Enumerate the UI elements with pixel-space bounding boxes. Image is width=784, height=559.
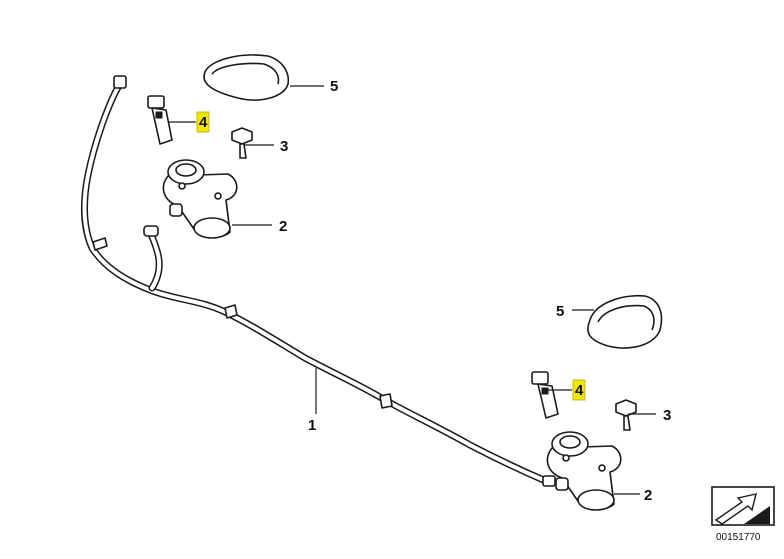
callout-5-right: 5 <box>556 303 564 320</box>
cover-left <box>203 54 290 101</box>
callout-3-left: 3 <box>280 138 288 155</box>
callout-3-right: 3 <box>663 407 671 424</box>
nozzle-right <box>531 371 559 419</box>
nozzle-left <box>147 95 173 145</box>
diagram-number: 00151770 <box>716 532 761 543</box>
callout-2-right: 2 <box>644 487 652 504</box>
callout-4-left-highlight <box>196 111 210 133</box>
callout-1: 1 <box>308 417 316 434</box>
pump-left <box>162 159 238 239</box>
washer-hose <box>81 75 556 487</box>
callout-2-left: 2 <box>279 218 287 235</box>
callout-4-right-highlight <box>572 379 586 401</box>
callout-5-left: 5 <box>330 78 338 95</box>
pump-right <box>546 431 622 511</box>
callout-4-right: 4 <box>575 382 584 399</box>
screw-left <box>231 127 253 159</box>
callout-4-left: 4 <box>199 114 208 131</box>
arrow-corner-icon <box>711 486 775 526</box>
screw-right <box>615 399 637 431</box>
cover-right <box>587 294 663 349</box>
